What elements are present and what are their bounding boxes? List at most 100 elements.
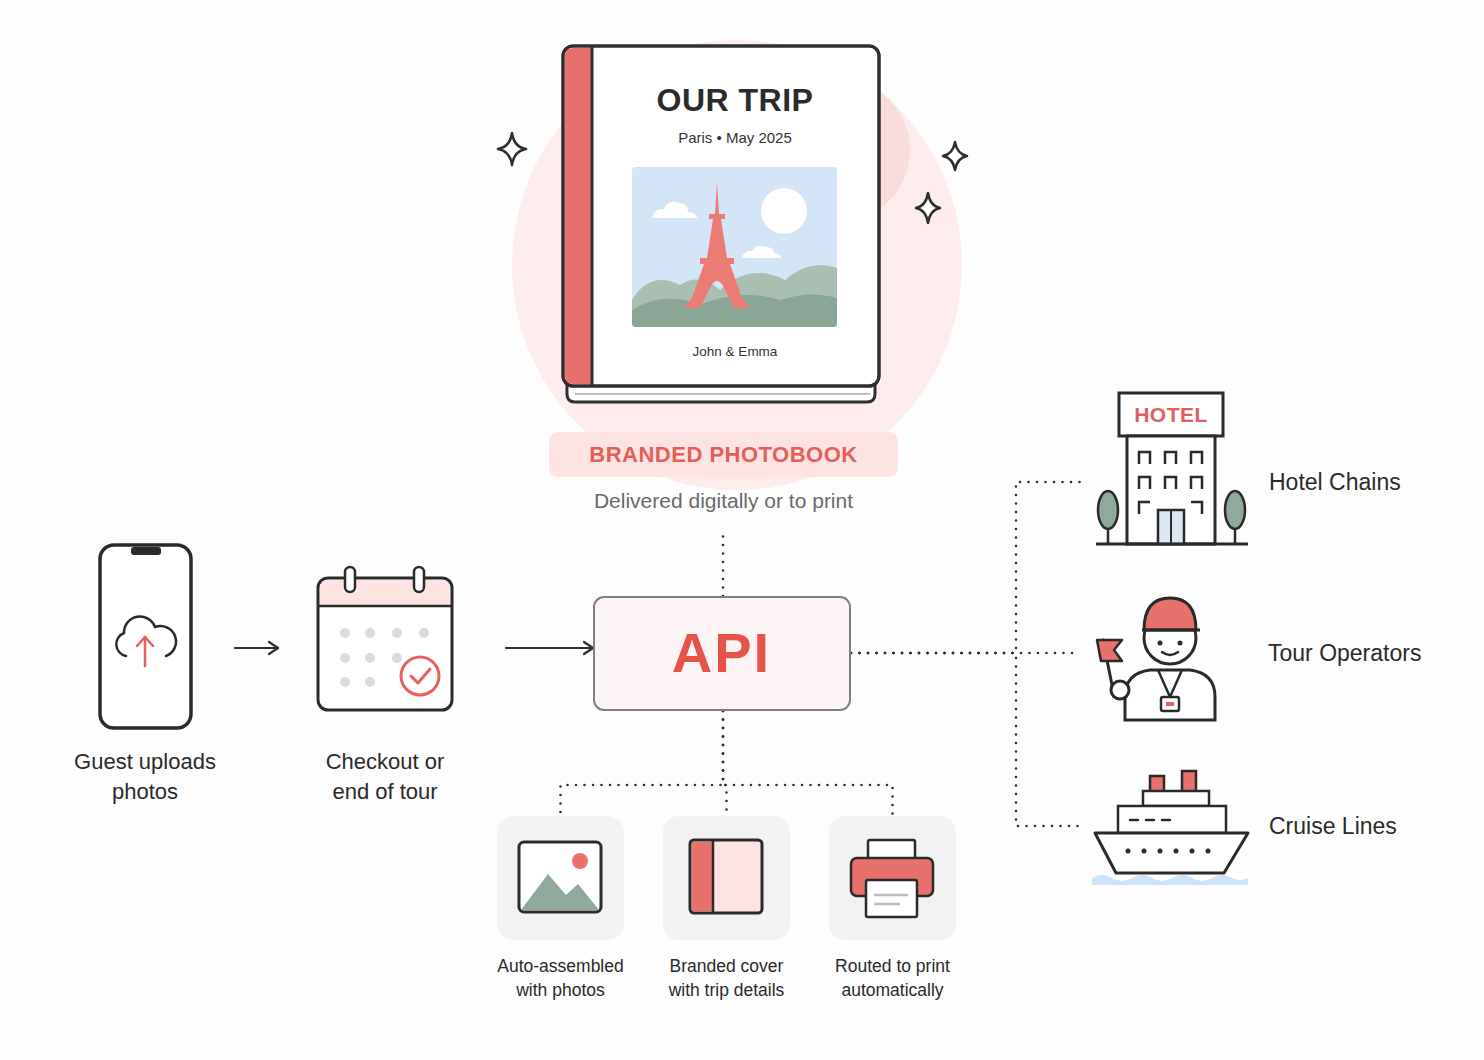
dotted-connector [722,530,725,596]
tile-background [497,816,624,940]
window [1146,819,1154,822]
book-spine [565,48,591,384]
feature-tiles [497,816,956,940]
tree [1098,491,1118,529]
ship-cabin [1118,806,1226,833]
feature-tile: Auto-assembled with photos [485,816,636,1006]
book-subtitle: Paris • May 2025 [585,128,885,148]
page-line [575,393,870,395]
upload-arrowhead [137,637,153,646]
sky [632,167,837,327]
window [1162,819,1170,822]
product-label: BRANDED PHOTOBOOKDelivered digitally or … [549,432,898,530]
upload-arrow [144,637,147,666]
calendar-ring [345,567,355,592]
guide-hand [1111,681,1129,699]
badge-mark [1166,702,1174,706]
product-badge: BRANDED PHOTOBOOK [549,432,898,477]
step-caption: Guest uploads photos [55,747,235,807]
sparkle [498,133,526,165]
cover-photo [632,167,837,327]
feature-caption: Branded cover with trip details [657,954,797,1002]
dotted-connector [851,652,1080,655]
window [1191,477,1202,489]
porthole [1206,849,1211,854]
product-note: Delivered digitally or to print [529,486,918,516]
eye [1178,641,1183,646]
porthole [1174,849,1179,854]
smile [1162,652,1178,655]
dotted-connector [561,711,724,816]
calendar-body [318,578,452,710]
flow-arrow [506,647,593,649]
porthole [1126,849,1131,854]
ship-hull [1095,833,1248,873]
calendar-ring [414,567,424,592]
tour-guide-icon [1097,598,1215,720]
window [1165,477,1176,489]
partner-caption: Cruise Lines [1269,811,1459,841]
sparkle [943,142,967,170]
image-mountain [521,874,599,910]
water [1092,875,1248,885]
window [1191,502,1202,514]
spine-edge [591,47,594,385]
partner-node: HOTELHotel Chains [1080,393,1460,545]
day-dot [392,653,402,663]
tile-background [829,816,956,940]
badge [1161,697,1179,711]
tile-background [663,816,790,940]
sun [761,188,807,234]
phone-icon [100,545,191,728]
dotted-connector [723,711,893,816]
porthole [1142,849,1147,854]
api-box: API [593,596,851,711]
day-dot [365,677,375,687]
check-mark [411,669,430,683]
tree [1225,491,1245,529]
portholes [1126,849,1211,854]
book-icon-edge [712,840,715,913]
door-split [1170,510,1172,544]
step-node: Guest uploads photos [55,545,235,807]
dotted-connector [851,482,1080,653]
check-circle [401,657,439,695]
printer-output [866,880,917,917]
partner-caption: Tour Operators [1268,638,1458,668]
cabin-windows [1130,819,1170,822]
flag [1097,640,1122,661]
feature-caption: Routed to print automatically [823,954,963,1002]
partner-caption: Hotel Chains [1269,467,1459,497]
ground-line [1096,543,1248,546]
step-caption: Checkout or end of tour [310,747,460,807]
calendar-header [320,580,450,605]
day-dot [365,653,375,663]
chimney [1150,776,1164,792]
lanyard [1158,670,1182,697]
step-node: Checkout or end of tour [278,568,506,808]
porthole [1190,849,1195,854]
book-icon-spine [692,842,712,911]
dotted-connector [723,711,727,816]
guide-cap [1144,598,1196,630]
day-dot [365,628,375,638]
book-names: John & Emma [585,343,885,361]
day-dot [419,628,429,638]
calendar-rule [318,605,452,608]
cruise-ship-icon [1092,771,1248,885]
window [1139,477,1150,489]
eiffel-tower [684,182,750,308]
flow-arrow [235,647,278,649]
print-line [874,903,900,906]
partner-node: Tour Operators [1080,590,1460,722]
ship-deck [1143,791,1209,806]
day-dot [340,628,350,638]
day-dot [340,653,350,663]
day-dot [340,677,350,687]
hotel-building [1127,436,1215,544]
cap-brim [1142,629,1200,632]
sparkle [916,193,940,223]
